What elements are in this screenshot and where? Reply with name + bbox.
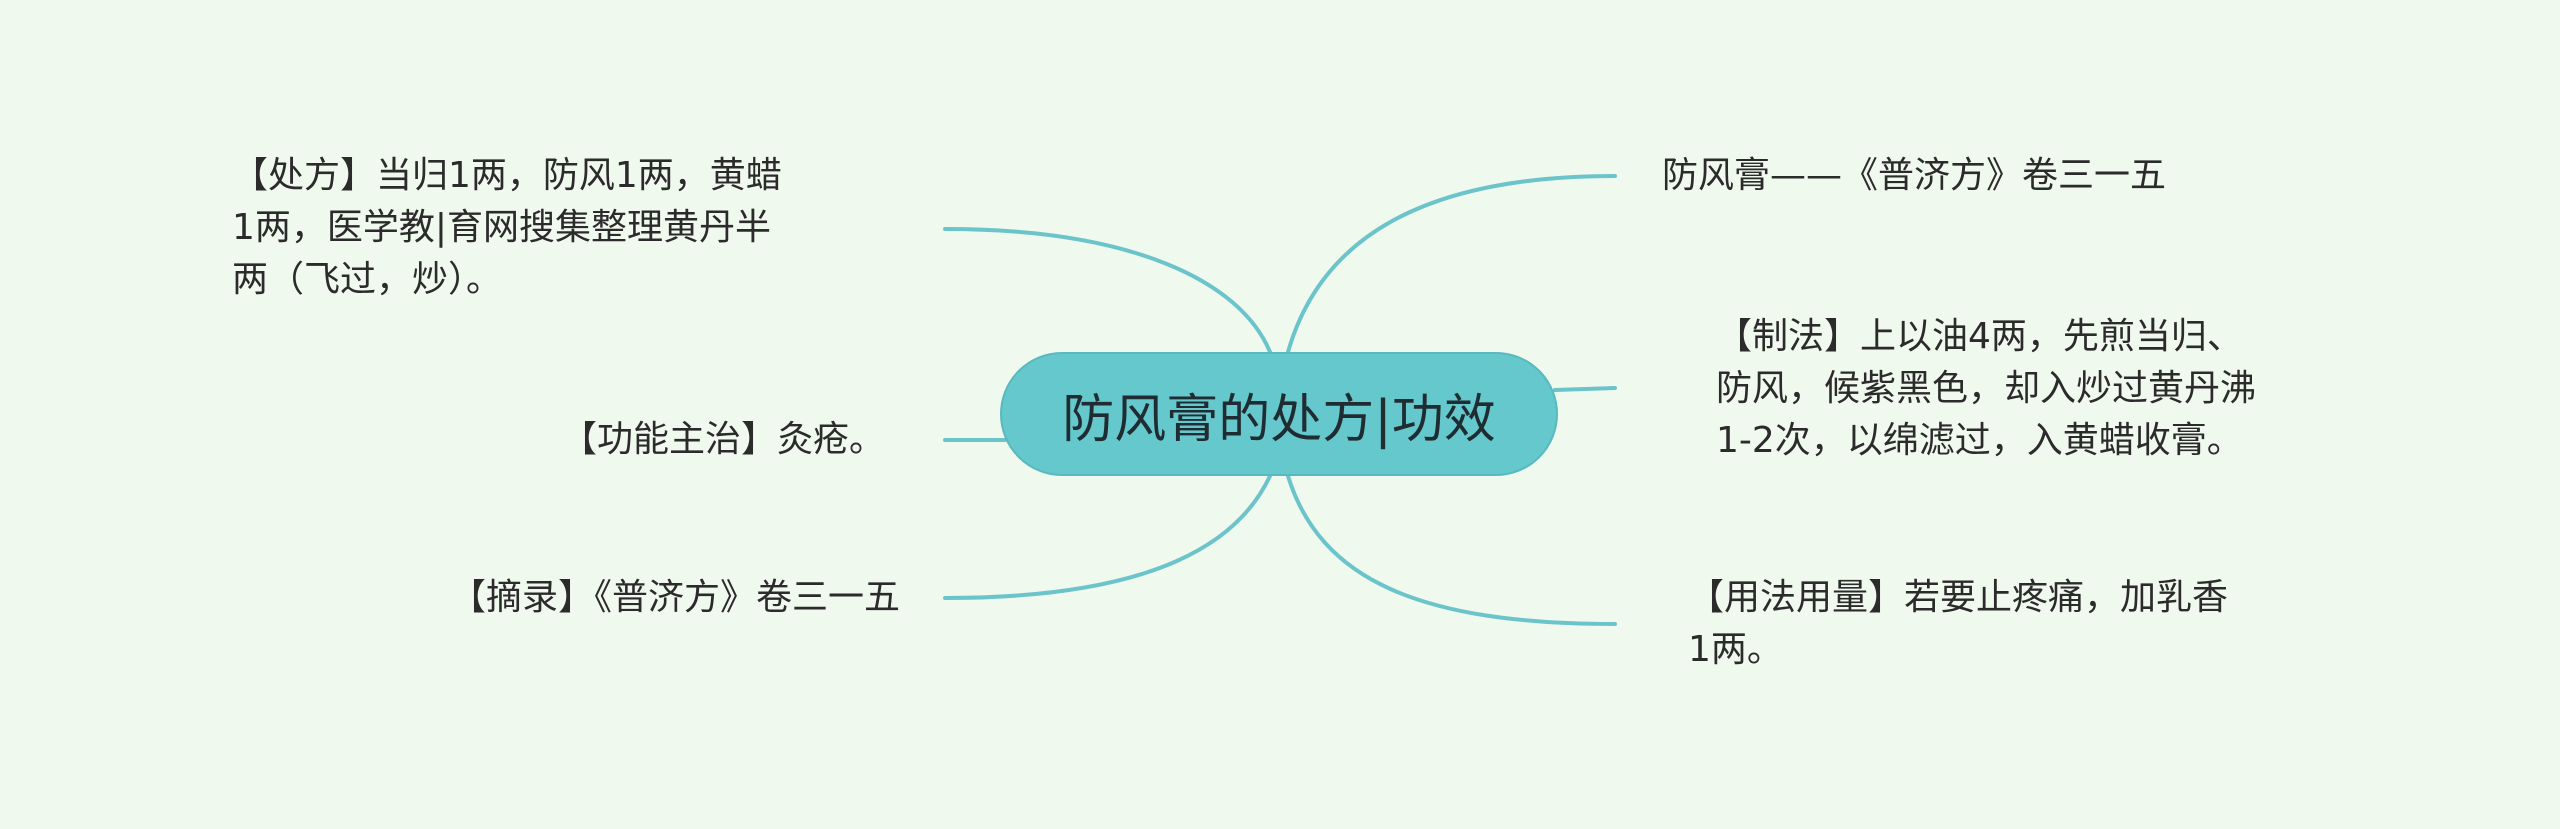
central-topic[interactable]: 防风膏的处方|功效	[1000, 352, 1558, 476]
branch-preparation[interactable]: 【制法】上以油4两，先煎当归、 防风，候紫黑色，却入炒过黄丹沸 1-2次，以绵滤…	[1716, 316, 2257, 461]
edge-excerpt	[943, 474, 1272, 600]
edge-source	[1286, 174, 1617, 354]
branch-indication[interactable]: 【功能主治】灸疮。	[560, 419, 885, 460]
edge-preparation	[1553, 386, 1617, 392]
edge-prescription	[943, 227, 1272, 354]
edge-usage	[1286, 474, 1617, 626]
branch-usage[interactable]: 【用法用量】若要止疼痛，加乳香 1两。	[1688, 577, 2229, 670]
central-topic-title: 防风膏的处方|功效	[1062, 389, 1496, 450]
branch-source[interactable]: 防风膏——《普济方》卷三一五	[1662, 155, 2167, 196]
branch-excerpt[interactable]: 【摘录】《普济方》卷三一五	[449, 577, 900, 618]
branch-prescription[interactable]: 【处方】当归1两，防风1两，黄蜡 1两，医学教|育网搜集整理黄丹半 两（飞过，炒…	[232, 155, 782, 300]
